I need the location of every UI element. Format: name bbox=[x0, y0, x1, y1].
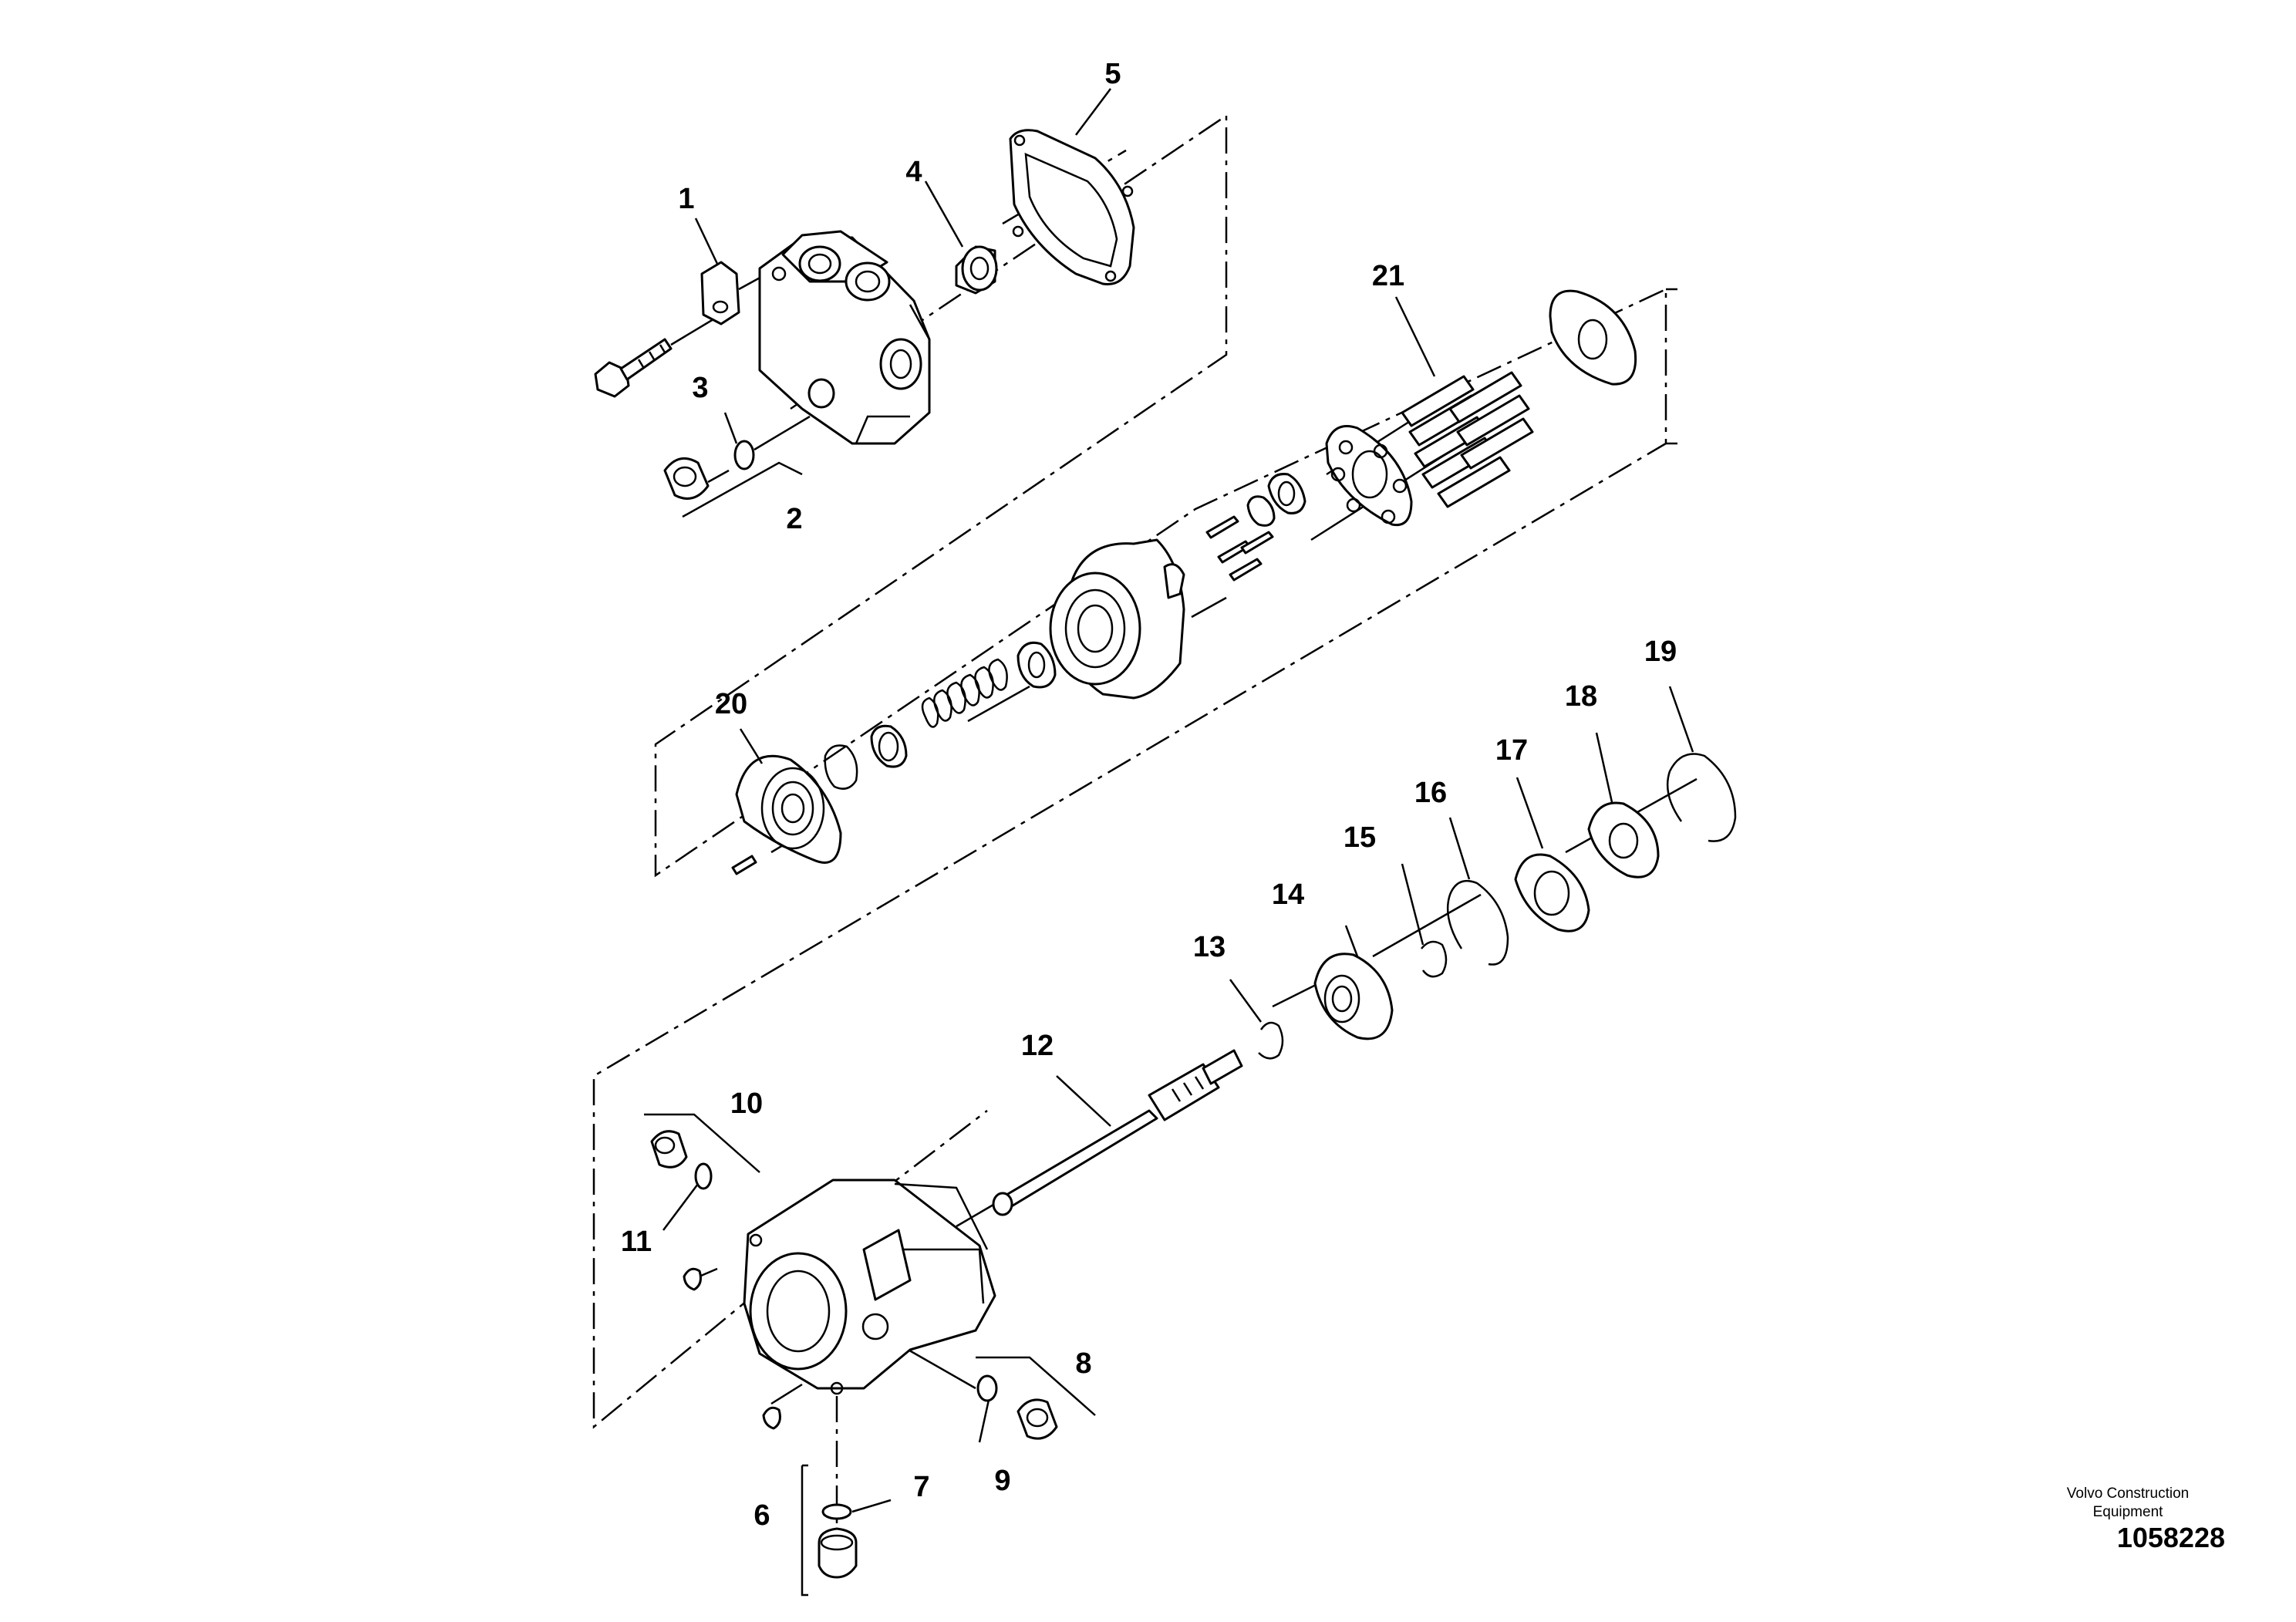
assembly-boundaries bbox=[592, 113, 1677, 1429]
document-number: 1058228 bbox=[2116, 1522, 2225, 1553]
part-flange-housing bbox=[683, 1179, 996, 1430]
part-6-7-plug-oring bbox=[801, 1464, 858, 1597]
part-4-bushing bbox=[955, 245, 998, 295]
callout-14: 14 bbox=[1272, 878, 1304, 911]
manufacturer-credit: Volvo Construction Equipment bbox=[2020, 1485, 2236, 1522]
callout-9: 9 bbox=[994, 1465, 1010, 1497]
callout-13: 13 bbox=[1193, 931, 1226, 963]
callout-15: 15 bbox=[1344, 821, 1376, 854]
part-valve-plate-washer bbox=[1549, 289, 1637, 386]
part-14-bearing bbox=[1313, 953, 1394, 1040]
callout-7: 7 bbox=[913, 1471, 929, 1503]
callout-17: 17 bbox=[1495, 734, 1528, 767]
credit-line-1: Volvo Construction bbox=[2066, 1485, 2190, 1502]
credit-line-2: Equipment bbox=[2092, 1504, 2163, 1520]
part-5-gasket bbox=[1009, 129, 1135, 286]
callout-19: 19 bbox=[1644, 636, 1677, 668]
callout-16: 16 bbox=[1414, 777, 1447, 809]
part-15-19-rings-washers bbox=[1421, 753, 1737, 978]
callout-11: 11 bbox=[621, 1226, 652, 1258]
part-12-shaft bbox=[992, 1049, 1243, 1216]
callout-3: 3 bbox=[692, 372, 708, 404]
callout-4: 4 bbox=[905, 156, 922, 188]
callout-8: 8 bbox=[1075, 1347, 1091, 1380]
callout-2: 2 bbox=[786, 503, 802, 535]
callout-1: 1 bbox=[678, 183, 694, 215]
callout-12: 12 bbox=[1021, 1030, 1054, 1062]
part-8-9-plug-oring bbox=[976, 1356, 1096, 1440]
part-10-11-plug-oring bbox=[644, 1113, 760, 1190]
callout-20: 20 bbox=[715, 688, 747, 720]
part-1-bolt-and-plate bbox=[594, 261, 772, 398]
callout-18: 18 bbox=[1565, 680, 1597, 713]
part-end-cover-housing bbox=[758, 230, 931, 445]
leader-lines bbox=[663, 88, 1694, 1513]
part-20-port-plate bbox=[731, 754, 842, 875]
part-21-pistons-retainer bbox=[1205, 371, 1534, 582]
pistons bbox=[1401, 371, 1534, 508]
callout-10: 10 bbox=[730, 1088, 763, 1120]
callout-5: 5 bbox=[1104, 58, 1121, 90]
part-spring-assembly bbox=[824, 641, 1057, 790]
callout-21: 21 bbox=[1372, 260, 1404, 292]
part-13-snap-ring bbox=[1258, 1021, 1284, 1060]
callout-6: 6 bbox=[754, 1499, 770, 1532]
part-2-3-plug-oring bbox=[663, 415, 811, 518]
part-cylinder-block bbox=[1049, 538, 1185, 700]
callout-numbers: 1 2 3 4 5 6 7 8 9 10 11 12 13 14 15 16 1… bbox=[621, 58, 1677, 1532]
